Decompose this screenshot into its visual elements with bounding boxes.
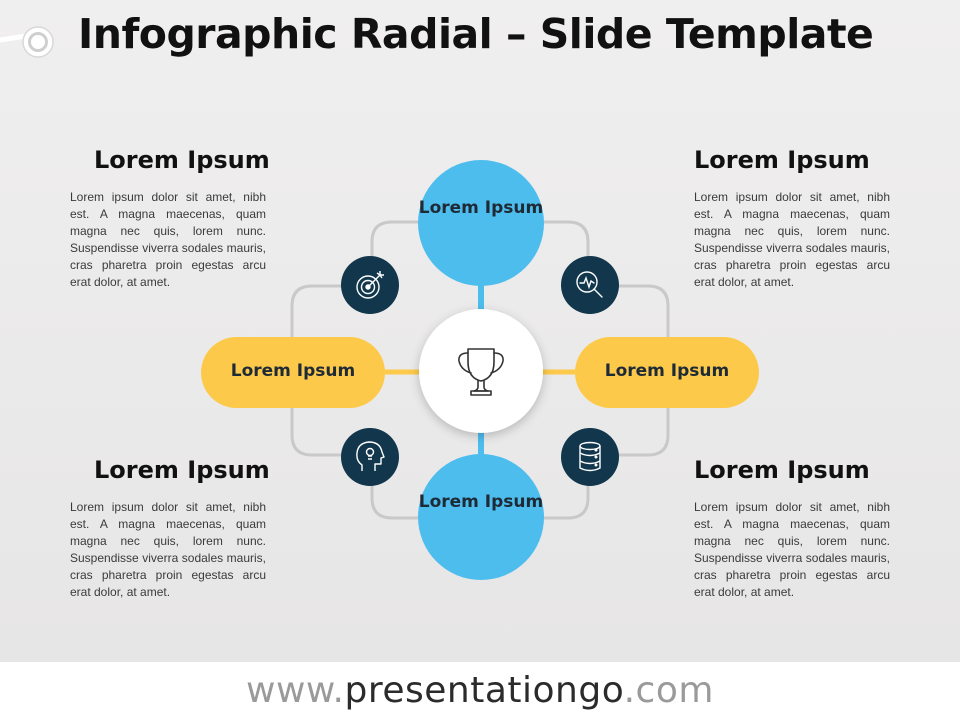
logo-icon	[0, 26, 54, 58]
text-block-top-left-heading: Lorem Ipsum	[94, 146, 270, 174]
node-left-label: Lorem Ipsum	[230, 361, 356, 381]
head-idea-icon	[341, 428, 399, 486]
radial-diagram	[201, 160, 759, 580]
footer-url[interactable]: www.presentationgo.com	[0, 670, 960, 711]
magnifier-pulse-icon	[561, 256, 619, 314]
center-circle	[419, 309, 543, 433]
database-icon	[561, 428, 619, 486]
text-block-top-right-body: Lorem ipsum dolor sit amet, nibh est. A …	[694, 190, 890, 289]
target-icon	[341, 256, 399, 314]
connector-curves	[290, 220, 670, 520]
text-block-bottom-left-heading: Lorem Ipsum	[94, 456, 270, 484]
node-bottom-circle	[418, 454, 544, 580]
text-block-bottom-right-heading: Lorem Ipsum	[694, 456, 870, 484]
node-right-label: Lorem Ipsum	[604, 361, 730, 381]
text-block-top-right-heading: Lorem Ipsum	[694, 146, 870, 174]
text-block-bottom-right-body: Lorem ipsum dolor sit amet, nibh est. A …	[694, 500, 890, 599]
text-block-bottom-left-body: Lorem ipsum dolor sit amet, nibh est. A …	[70, 500, 266, 599]
node-top-label: Lorem Ipsum	[418, 198, 544, 218]
footer: www.presentationgo.com	[0, 662, 960, 720]
node-right-pill	[575, 337, 759, 408]
footer-url-suffix: .com	[623, 670, 714, 711]
text-block-top-left-body: Lorem ipsum dolor sit amet, nibh est. A …	[70, 190, 266, 289]
node-bottom-label: Lorem Ipsum	[418, 492, 544, 512]
trophy-icon	[458, 348, 504, 396]
page-title: Infographic Radial – Slide Template	[78, 10, 874, 58]
node-top-circle	[418, 160, 544, 286]
footer-url-brand: presentationgo	[344, 670, 624, 711]
node-left-pill	[201, 337, 385, 408]
footer-url-prefix: www.	[246, 670, 345, 711]
